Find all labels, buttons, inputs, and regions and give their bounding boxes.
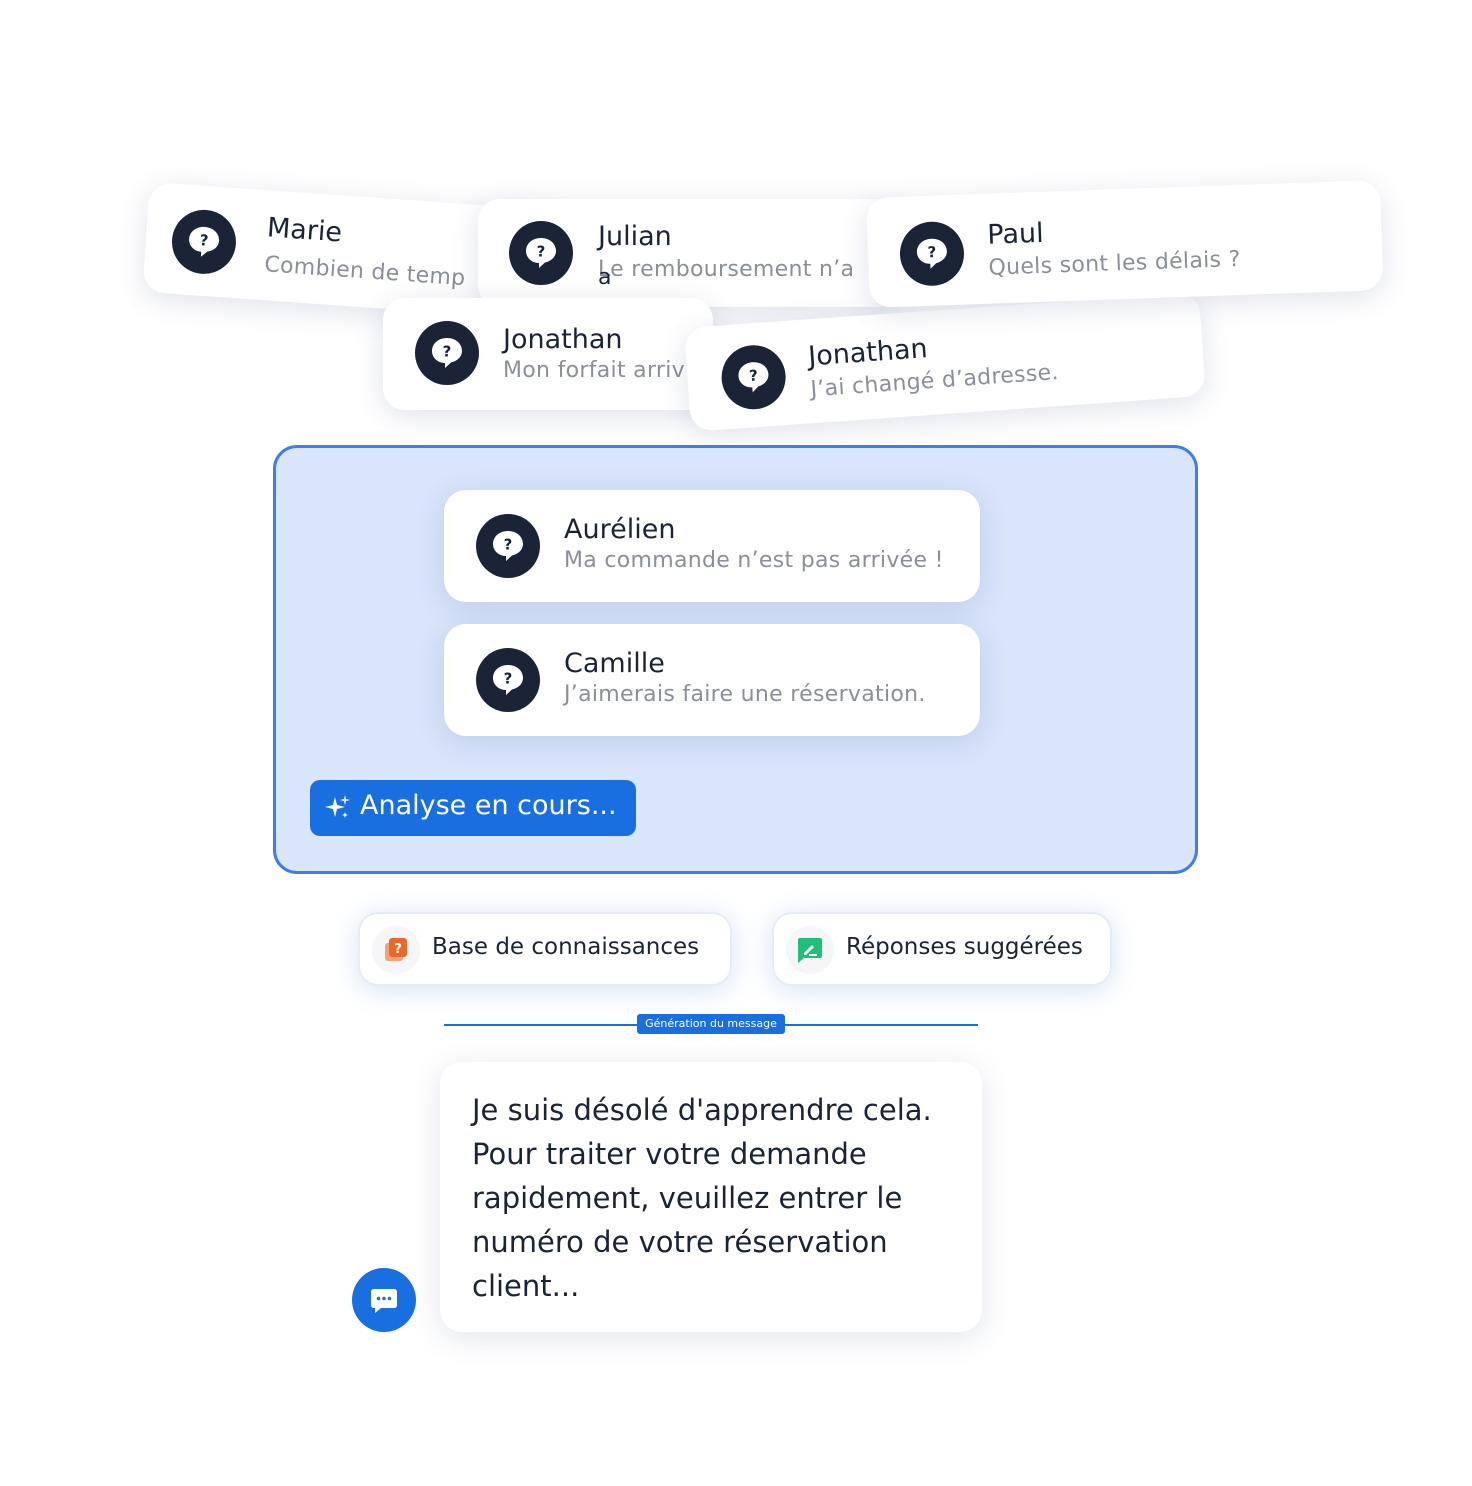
generated-reply-bubble: Je suis désolé d'apprendre cela. Pour tr… — [440, 1062, 982, 1332]
knowledge-base-chip[interactable]: ? Base de connaissances — [358, 912, 732, 986]
knowledge-base-icon: ? — [372, 926, 420, 974]
conversation-name: Jonathan — [503, 324, 623, 355]
conversation-preview-wrap: a — [598, 265, 612, 290]
conversation-card-paul[interactable]: Paul Quels sont les délais ? — [866, 180, 1384, 308]
question-bubble-icon — [169, 207, 239, 277]
conversation-card-aurelien[interactable]: Aurélien Ma commande n’est pas arrivée ! — [444, 490, 980, 602]
conversation-card-julian[interactable]: Julian Le remboursement n’a a — [478, 199, 898, 307]
conversation-name: Jonathan — [807, 333, 929, 373]
question-bubble-icon — [476, 514, 540, 578]
conversation-preview: Quels sont les délais ? — [988, 246, 1241, 281]
conversation-name: Julian — [598, 221, 672, 252]
question-bubble-icon — [415, 321, 479, 385]
conversation-card-camille[interactable]: Camille J’aimerais faire une réservation… — [444, 624, 980, 736]
question-bubble-icon — [898, 220, 966, 287]
suggested-replies-icon — [786, 926, 834, 974]
conversation-card-jonathan-2[interactable]: Jonathan J’ai changé d’adresse. — [684, 292, 1206, 432]
sparkle-icon — [325, 795, 350, 818]
conversation-name: Camille — [564, 648, 665, 679]
suggested-replies-label: Réponses suggérées — [846, 934, 1083, 960]
conversation-name: Paul — [986, 217, 1045, 251]
generation-badge: Génération du message — [637, 1014, 785, 1034]
question-bubble-icon — [476, 648, 540, 712]
svg-text:?: ? — [394, 942, 402, 957]
conversation-preview: Le remboursement n’a — [598, 257, 855, 282]
question-bubble-icon — [719, 343, 788, 412]
conversation-preview: Mon forfait arriv — [503, 358, 686, 383]
suggested-replies-chip[interactable]: Réponses suggérées — [772, 912, 1112, 986]
conversation-preview: J’aimerais faire une réservation. — [564, 682, 926, 707]
chat-icon[interactable] — [352, 1268, 416, 1332]
analysis-status-label: Analyse en cours... — [360, 790, 617, 821]
analysis-status-button[interactable]: Analyse en cours... — [310, 780, 636, 836]
knowledge-base-label: Base de connaissances — [432, 934, 700, 960]
conversation-preview: Combien de temp — [263, 252, 467, 292]
question-bubble-icon — [509, 221, 573, 285]
generated-reply-text: Je suis désolé d'apprendre cela. Pour tr… — [472, 1093, 932, 1303]
conversation-preview: Ma commande n’est pas arrivée ! — [564, 548, 944, 573]
conversation-name: Marie — [266, 212, 344, 249]
conversation-card-jonathan-1[interactable]: Jonathan Mon forfait arriv — [383, 298, 713, 410]
conversation-name: Aurélien — [564, 514, 676, 545]
